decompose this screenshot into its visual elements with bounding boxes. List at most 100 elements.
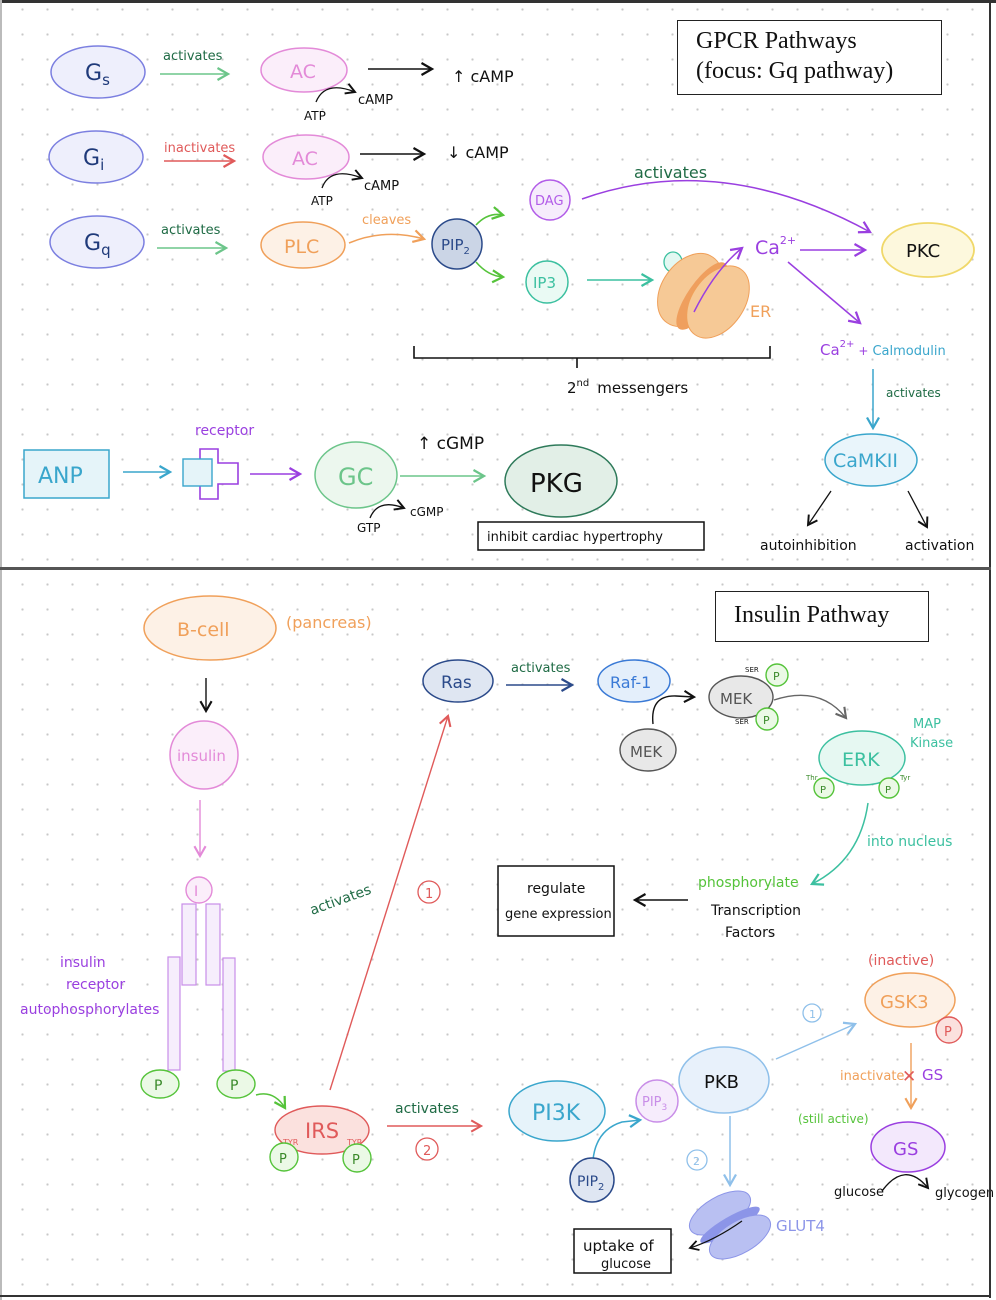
dag-verb: activates: [634, 163, 707, 182]
pip2-node-insulin[interactable]: [569, 1157, 615, 1203]
pip3-label: PIP3: [642, 1095, 667, 1113]
gsk3-phosphate: [935, 1016, 963, 1044]
dag-label: DAG: [535, 194, 564, 209]
pkb-node[interactable]: [678, 1046, 770, 1114]
ras-node[interactable]: [422, 659, 494, 703]
autoinhibition-arrow: [806, 490, 832, 527]
branch-2-badge: [415, 1137, 439, 1161]
section-separator: [0, 567, 991, 570]
pip3-node[interactable]: [635, 1079, 679, 1123]
activation-label: activation: [905, 538, 974, 554]
gi-row: Gi inactivates AC ATP cAMP ↓ cAMP: [48, 130, 509, 208]
regulate-label: regulate: [527, 881, 585, 897]
gi-verb: inactivates: [164, 141, 235, 156]
irs-tyr-right: TYR: [346, 1138, 363, 1147]
receptor-phosphate-left: [140, 1069, 180, 1099]
ac-label-1: AC: [290, 61, 316, 83]
p-label-1: P: [154, 1078, 162, 1094]
pancreas-label: (pancreas): [286, 613, 372, 632]
factors-label: Factors: [725, 925, 775, 941]
pip2-node-gpcr[interactable]: [431, 218, 483, 270]
branch-2-label: 2: [423, 1144, 431, 1159]
gi-label: Gi: [83, 146, 104, 174]
glycogen-label: glycogen: [935, 1186, 994, 1201]
cgmp-up-result: ↑ cGMP: [417, 434, 484, 454]
erk-node[interactable]: [818, 730, 906, 786]
gc-label: GC: [338, 463, 373, 491]
insulin-bound-icon: [185, 876, 213, 904]
raf1-node[interactable]: [597, 659, 671, 703]
ac-node-1[interactable]: [260, 47, 348, 93]
receptor-label-1: insulin: [60, 955, 106, 971]
irs-to-ras-arrow: [329, 713, 452, 1091]
insulin-node[interactable]: [169, 720, 239, 790]
gs-node[interactable]: [870, 1121, 946, 1173]
mek-active-node[interactable]: [708, 675, 774, 719]
pi3k-node[interactable]: [508, 1080, 606, 1142]
anp-node[interactable]: [23, 449, 110, 499]
receptor-icon: [199, 448, 239, 500]
transcription-label: Transcription: [710, 903, 801, 919]
p-label-5: P: [773, 670, 780, 683]
inactivate-label: inactivate: [840, 1069, 904, 1084]
phosphorylate-label: phosphorylate: [698, 875, 799, 891]
camkii-node[interactable]: [824, 433, 918, 487]
pkb-branch-1-label: 1: [809, 1008, 816, 1021]
cgmp-label: cGMP: [410, 505, 444, 519]
glut4-channel-icon: [688, 1190, 772, 1260]
gs-verb: activates: [163, 49, 223, 64]
frame-top-border: [0, 0, 996, 3]
irs-node[interactable]: [274, 1105, 370, 1155]
gsk3-node[interactable]: [864, 972, 956, 1028]
plc-node[interactable]: [260, 221, 346, 269]
ip3-node[interactable]: [525, 260, 569, 304]
mek-inactive-node[interactable]: [619, 728, 677, 772]
gpcr-title-line2: (focus: Gq pathway): [696, 58, 894, 84]
er-label: ER: [750, 302, 771, 321]
pip2-label-gpcr: PIP2: [441, 236, 470, 257]
activation-arrow: [907, 490, 929, 529]
into-nucleus-label: into nucleus: [867, 834, 952, 850]
ser-label-2: SER: [735, 718, 749, 726]
dag-node[interactable]: [529, 179, 571, 221]
branch-1-label: 1: [425, 887, 433, 902]
receptor-label-3: autophosphorylates: [20, 1002, 159, 1018]
uptake-label: uptake of: [583, 1237, 654, 1255]
receptor-to-irs-arrow: [255, 1093, 287, 1110]
gs-node[interactable]: [50, 45, 146, 99]
irs-phosphate-right: [342, 1143, 372, 1173]
irs-label: IRS: [305, 1119, 339, 1143]
gene-expression-box: [497, 865, 615, 937]
pkg-label: PKG: [530, 469, 583, 499]
pkc-node[interactable]: [881, 222, 975, 278]
atp-label-1: ATP: [304, 109, 326, 123]
gs-row: Gs activates AC ATP cAMP ↑ cAMP: [50, 45, 514, 123]
dag-to-pkc-arrow: [581, 179, 872, 234]
pkg-node[interactable]: [504, 444, 618, 518]
gq-node[interactable]: [49, 215, 145, 269]
inhibit-hypertrophy-label: inhibit cardiac hypertrophy: [487, 530, 663, 545]
bcell-node[interactable]: [143, 595, 277, 661]
pkb-branch-2-label: 2: [693, 1155, 700, 1168]
camp-label-2: cAMP: [364, 179, 399, 194]
gi-node[interactable]: [48, 130, 144, 184]
ac-node-2[interactable]: [262, 134, 350, 180]
insulin-title-box: Insulin Pathway: [715, 591, 929, 642]
erk-phosphate-right: [878, 777, 900, 799]
raf1-label: Raf-1: [610, 673, 651, 692]
gc-node[interactable]: [314, 441, 398, 509]
mek-activation-arrow: [652, 689, 697, 725]
atp-camp-arc-1: [315, 83, 357, 103]
pkc-label: PKC: [906, 241, 940, 262]
receptor-label: receptor: [195, 423, 254, 439]
p-label-8: P: [885, 785, 891, 796]
ca-label: Ca2+: [755, 234, 796, 259]
gs-label: GS: [893, 1139, 918, 1160]
irs-phosphate-left: [269, 1142, 299, 1172]
frame-bottom-border: [0, 1295, 991, 1297]
glut4-label: GLUT4: [776, 1217, 825, 1235]
activates-pi3k-label: activates: [395, 1101, 459, 1117]
gsk3-label: GSK3: [880, 992, 929, 1013]
glucose-label: glucose: [834, 1185, 884, 1200]
